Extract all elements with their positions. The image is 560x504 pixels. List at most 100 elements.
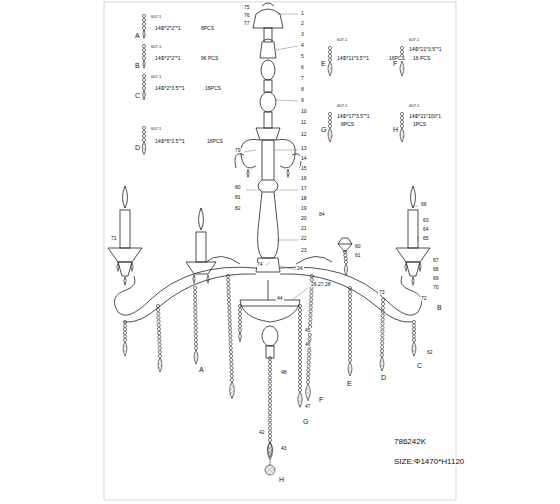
bead xyxy=(348,286,351,289)
callout-number: 65 xyxy=(422,236,430,241)
bead xyxy=(230,370,233,373)
callout-number: 42 xyxy=(258,430,266,435)
bead xyxy=(227,294,230,297)
bead xyxy=(348,322,351,325)
callout-number: 45 xyxy=(304,328,312,333)
callout-number: 12 xyxy=(300,132,308,137)
bead xyxy=(328,54,331,57)
bead xyxy=(381,346,384,349)
bead xyxy=(227,278,230,281)
bead xyxy=(348,310,351,313)
crystal-drop xyxy=(193,275,195,283)
item-letter: C xyxy=(134,92,141,99)
bead xyxy=(268,360,271,363)
callout-number: 62 xyxy=(426,350,434,355)
bead xyxy=(309,306,312,309)
bead xyxy=(307,353,310,356)
spec-text: 14Φ*6*3.5"*1 xyxy=(154,139,186,144)
item-letter: A xyxy=(134,32,141,39)
bead xyxy=(400,50,403,53)
bead xyxy=(158,354,161,357)
bead xyxy=(238,312,241,315)
bead xyxy=(298,308,301,311)
callout-number: 84 xyxy=(318,212,326,217)
bead xyxy=(142,26,145,29)
item-letter: B xyxy=(134,62,141,69)
callout-number: 15 xyxy=(300,166,308,171)
crystal-drop xyxy=(123,342,127,356)
callout-number: 13 xyxy=(300,146,308,151)
crystal-drop xyxy=(117,263,119,271)
bead xyxy=(344,260,347,263)
bead xyxy=(158,343,161,346)
bead xyxy=(381,322,384,325)
crystal-drop xyxy=(419,263,421,271)
item-letter: A xyxy=(198,366,205,373)
crystal-drop xyxy=(158,358,162,372)
bead xyxy=(307,365,310,368)
bead xyxy=(381,342,384,345)
crystal-drop xyxy=(247,169,249,177)
part-code: 607-1 xyxy=(150,15,162,19)
bead xyxy=(381,318,384,321)
callout-number: 19 xyxy=(300,206,308,211)
bead xyxy=(348,354,351,357)
crystal-drop xyxy=(298,392,302,407)
bead xyxy=(307,357,310,360)
bead xyxy=(348,314,351,317)
bead xyxy=(158,347,161,350)
bead xyxy=(348,326,351,329)
crystal-drop xyxy=(124,277,126,285)
callout-number: 61 xyxy=(354,253,362,258)
quantity: 1PCS xyxy=(412,122,427,127)
bead xyxy=(298,376,301,379)
bead xyxy=(268,403,271,406)
bead xyxy=(229,354,232,357)
callout-number: 2 xyxy=(300,21,305,26)
bead xyxy=(194,346,197,349)
bead xyxy=(328,46,331,49)
part-code: 607-1 xyxy=(408,38,420,42)
callout-number: 5 xyxy=(300,54,305,59)
bead xyxy=(158,339,161,342)
bead xyxy=(298,332,301,335)
crystal-drop xyxy=(328,128,332,142)
bead xyxy=(268,392,271,395)
item-letter: E xyxy=(320,60,327,67)
quantity: 96 PCS xyxy=(200,56,219,61)
bead xyxy=(268,388,271,391)
callout-number: 76 xyxy=(243,13,251,18)
bead xyxy=(142,48,145,51)
bead xyxy=(229,330,232,333)
crystal-drop xyxy=(131,263,133,271)
bead xyxy=(229,338,232,341)
bead xyxy=(298,364,301,367)
callout-number: 11 xyxy=(300,120,307,125)
bead xyxy=(268,415,271,418)
bead xyxy=(238,324,241,327)
spec-text: 14Φ*2*2"*1 xyxy=(154,56,182,61)
bead xyxy=(268,368,271,371)
part-code: 607-1 xyxy=(336,38,348,42)
bead xyxy=(228,306,231,309)
quantity: 8PCS xyxy=(340,122,355,127)
bead xyxy=(348,330,351,333)
callout-number: 14 xyxy=(300,156,308,161)
bead xyxy=(344,257,347,260)
crystal-strands xyxy=(117,14,421,475)
callout-number: 6 xyxy=(300,65,305,70)
bead xyxy=(229,334,232,337)
bead xyxy=(309,314,312,317)
item-letter: D xyxy=(380,374,387,381)
item-letter: C xyxy=(416,362,423,369)
bead xyxy=(380,353,383,356)
bead xyxy=(229,350,232,353)
bead xyxy=(381,302,384,305)
bead xyxy=(309,318,312,321)
callout-number: 23 xyxy=(300,248,308,253)
bead xyxy=(228,314,231,317)
bead xyxy=(194,322,197,325)
callout-number: 73 xyxy=(378,290,386,295)
bead xyxy=(157,308,160,311)
